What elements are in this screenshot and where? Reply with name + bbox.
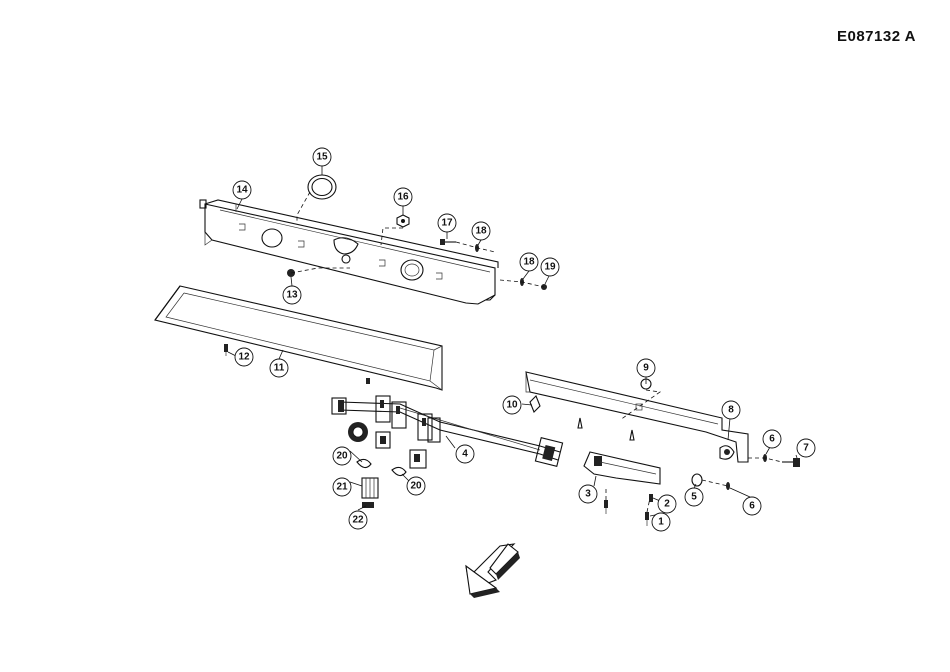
svg-text:4: 4 [462,449,468,460]
svg-text:20: 20 [410,481,422,492]
svg-text:20: 20 [336,451,348,462]
screw-1 [645,512,649,526]
callout-3: 3 [579,485,597,503]
screw-3b [604,500,608,514]
callout-15: 15 [313,148,331,166]
svg-text:21: 21 [336,482,348,493]
front-direction-arrow [466,544,520,598]
callout-4: 4 [456,445,474,463]
svg-text:19: 19 [544,262,556,273]
side-bracket-8 [526,372,748,462]
callout-11: 11 [270,359,288,377]
svg-text:11: 11 [274,363,285,374]
screw-17 [440,239,456,245]
nut-5 [692,474,702,486]
svg-text:18: 18 [475,226,487,237]
svg-text:3: 3 [585,489,591,500]
callout-2: 2 [658,495,676,513]
control-panel-bracket [200,200,498,304]
svg-text:10: 10 [506,400,518,411]
svg-text:6: 6 [749,501,755,512]
screw-under-panel [366,378,370,384]
callout-22: 22 [349,511,367,529]
callout-14: 14 [233,181,251,199]
svg-text:5: 5 [691,492,697,503]
gas-manifold-assembly [332,396,563,508]
svg-text:22: 22 [352,515,364,526]
callout-16: 16 [394,188,412,206]
callout-1: 1 [652,513,670,531]
svg-text:17: 17 [441,218,453,229]
callout-7: 7 [797,439,815,457]
svg-text:18: 18 [523,257,535,268]
callout-21: 21 [333,478,351,496]
svg-text:13: 13 [286,290,298,301]
svg-text:7: 7 [803,443,809,454]
callout-12: 12 [235,348,253,366]
svg-text:9: 9 [643,363,649,374]
callout-17: 17 [438,214,456,232]
nut-16 [397,215,409,227]
callout-9: 9 [637,359,655,377]
screw-7 [782,458,800,467]
callout-10: 10 [503,396,521,414]
callout-6a: 6 [763,430,781,448]
bracket-tabs [578,418,634,440]
leader-lines [228,166,797,516]
svg-text:16: 16 [397,192,409,203]
callout-20a: 20 [333,447,351,465]
svg-text:8: 8 [728,405,734,416]
svg-text:1: 1 [658,517,664,528]
screw-12 [224,344,228,356]
clip-10 [530,396,540,412]
seal-ring-15 [308,175,336,199]
callout-6b: 6 [743,497,761,515]
svg-text:15: 15 [316,152,328,163]
callout-13: 13 [283,286,301,304]
callout-18b: 18 [520,253,538,271]
callout-20b: 20 [407,477,425,495]
svg-text:12: 12 [238,352,250,363]
callout-5: 5 [685,488,703,506]
callout-8: 8 [722,401,740,419]
svg-text:14: 14 [236,185,248,196]
callout-19: 19 [541,258,559,276]
svg-text:6: 6 [769,434,775,445]
callout-18a: 18 [472,222,490,240]
svg-text:2: 2 [664,499,670,510]
washer-6b [726,482,730,490]
